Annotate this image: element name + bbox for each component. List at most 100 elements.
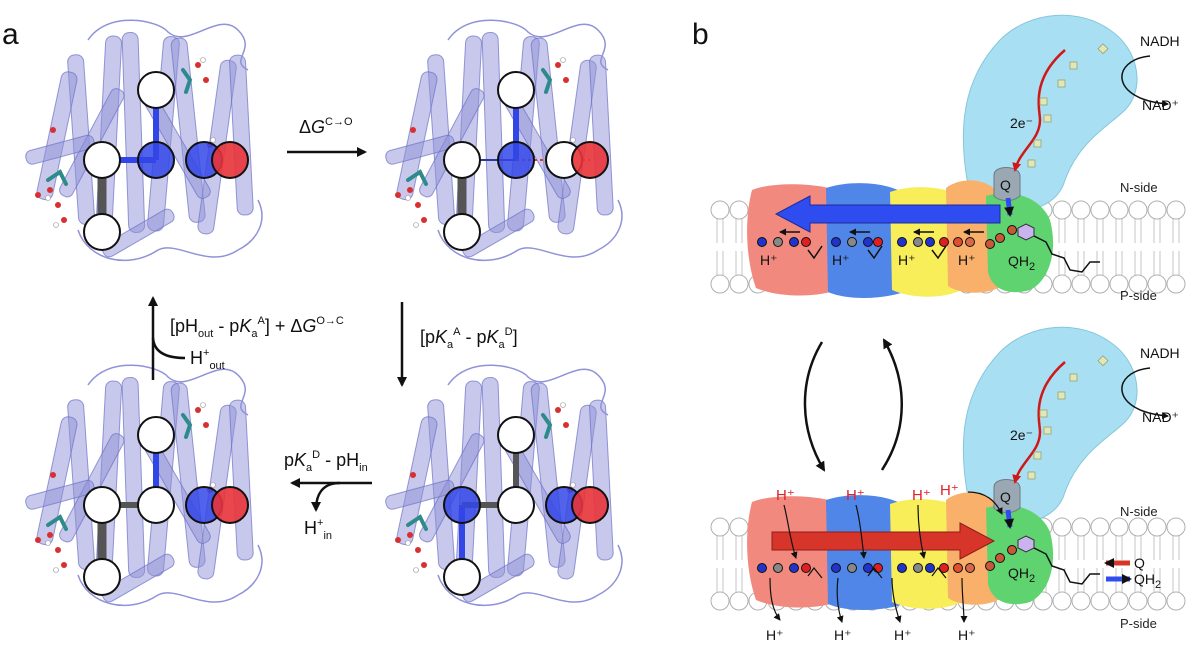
fes-clusters-bottom (1027, 355, 1109, 480)
site-left-empty (83, 141, 121, 179)
complex-bottom: Q (747, 326, 1180, 643)
lipid-head (729, 517, 749, 537)
n-side-label-bottom: N-side (1120, 504, 1158, 519)
lipid-head (1090, 517, 1110, 537)
h-plus-red-2: H⁺ (846, 487, 865, 504)
lipid-head (1052, 517, 1072, 537)
quinone-hexagon-top (1017, 223, 1035, 241)
p-side-label-top: P-side (1120, 288, 1157, 303)
label-h-out: H+out (190, 347, 225, 372)
q-site-top (993, 167, 1021, 202)
qh2-label-top: QH2 (1008, 253, 1035, 273)
two-e-label-top: 2e⁻ (1010, 115, 1033, 131)
electron-path-bottom (1012, 361, 1066, 484)
lipid-head (1071, 591, 1091, 611)
lipid-head (1090, 591, 1110, 611)
lipid-tail (1115, 536, 1123, 560)
lipid-tail (1077, 536, 1085, 560)
site-top-empty (137, 71, 175, 109)
label-h-in: H+in (304, 517, 332, 542)
lipid-head (1147, 274, 1167, 294)
lipid-head (1166, 200, 1186, 220)
lipid-tail (1096, 536, 1104, 560)
lipid-head (1109, 591, 1129, 611)
h-plus-out-2: H⁺ (834, 627, 852, 643)
lipid-head (1052, 200, 1072, 220)
lipid-head (1147, 517, 1167, 537)
lipid-head (1166, 274, 1186, 294)
lipid-tail (1153, 219, 1161, 243)
lipid-head (1147, 200, 1167, 220)
lipid-head (1071, 517, 1091, 537)
lipid-head (710, 517, 730, 537)
two-e-label-bottom: 2e⁻ (1010, 427, 1033, 443)
qh2-label-bottom: QH2 (1008, 565, 1035, 585)
h-plus-top-3: H⁺ (898, 252, 916, 268)
lipid-head (1147, 591, 1167, 611)
arrow-h-in-branch (311, 481, 341, 512)
lipid-head (729, 274, 749, 294)
h-plus-red-1: H⁺ (776, 487, 795, 504)
electron-path-top (1012, 49, 1066, 172)
lipid-head (1071, 274, 1091, 294)
subunit-green-top (986, 193, 1054, 293)
lipid-tail (716, 568, 724, 592)
lipid-tail (1058, 219, 1066, 243)
label-delta-g-c-o: ΔGC→O (299, 116, 353, 137)
nadh-label-bottom: NADH (1140, 345, 1180, 361)
lipid-head (1109, 517, 1129, 537)
label-ph-out-minus-pka-a: [pHout - pKaA] + ΔGO→C (170, 315, 344, 340)
panel-label-a: a (2, 18, 19, 51)
h-plus-red-4: H⁺ (940, 482, 959, 499)
q-label-bottom: Q (1000, 489, 1011, 505)
q-to-qh2-arrow-bottom (1004, 509, 1015, 529)
lipid-tail (1172, 536, 1180, 560)
lipid-tail (735, 219, 743, 243)
lipid-head (1109, 200, 1129, 220)
channel-residues-bottom (757, 545, 1017, 573)
lipid-head (1071, 200, 1091, 220)
lipid-head (1090, 274, 1110, 294)
lipid-head (1052, 591, 1072, 611)
lipid-head (1128, 200, 1148, 220)
lipid-tail (1172, 568, 1180, 592)
lipid-tail (1096, 219, 1104, 243)
h-plus-top-2: H⁺ (832, 252, 850, 268)
isoprenoid-tail-bottom (1033, 547, 1100, 585)
lipid-tail (1134, 568, 1142, 592)
q-label-top: Q (1000, 177, 1011, 193)
nad-plus-label-top: NAD⁺ (1142, 97, 1179, 113)
nadh-label-top: NADH (1140, 33, 1180, 49)
lipid-head (1128, 591, 1148, 611)
lipid-tail (1153, 568, 1161, 592)
lipid-head (710, 591, 730, 611)
lipid-tail (1172, 251, 1180, 275)
lipid-tail (735, 536, 743, 560)
h-plus-top-1: H⁺ (760, 252, 778, 268)
nad-plus-label-bottom: NAD⁺ (1142, 409, 1179, 425)
lipid-tail (716, 251, 724, 275)
h-plus-out-3: H⁺ (894, 627, 912, 643)
lipid-head (1128, 517, 1148, 537)
arrow-h-out-branch (151, 337, 186, 360)
lipid-head (729, 200, 749, 220)
n-side-label-top: N-side (1120, 180, 1158, 195)
small-arrows-top (779, 228, 984, 260)
lipid-head (1128, 274, 1148, 294)
proton-uptake-arrows-bottom (769, 491, 1003, 623)
cycle-arrow-left (803, 341, 826, 472)
hydrophilic-arm-bottom (962, 326, 1138, 524)
lipid-tail (1153, 536, 1161, 560)
q-to-qh2-arrow-top (1004, 197, 1015, 217)
lipid-tail (716, 536, 724, 560)
p-side-label-bottom: P-side (1120, 616, 1157, 631)
lipid-tail (1134, 219, 1142, 243)
lipid-head (1052, 274, 1072, 294)
lipid-head (729, 591, 749, 611)
hydrophilic-arm-top (962, 14, 1138, 212)
lipid-head (1090, 200, 1110, 220)
lipid-tail (1077, 219, 1085, 243)
structure-top-left (22, 18, 264, 263)
lipid-head (1109, 274, 1129, 294)
